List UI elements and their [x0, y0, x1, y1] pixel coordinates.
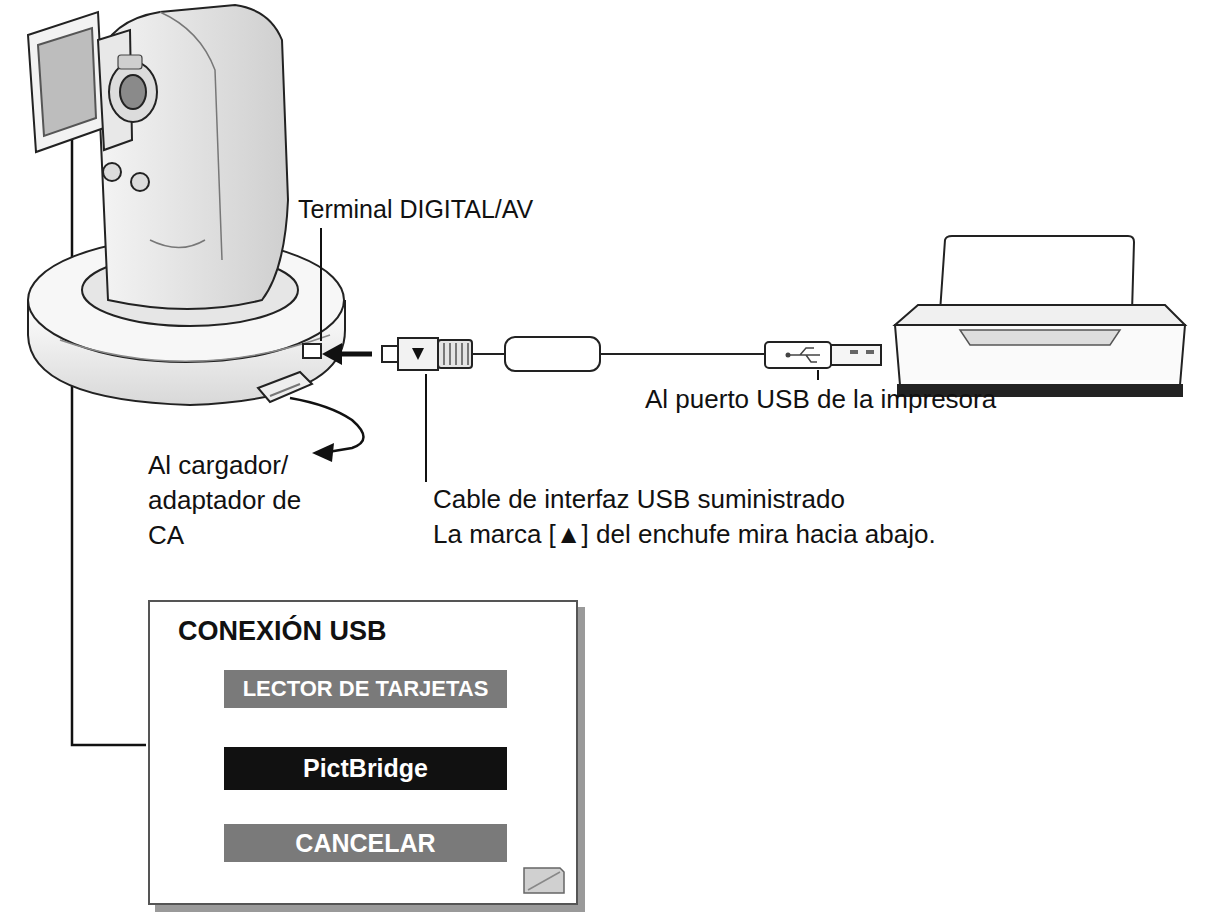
digital-av-terminal [303, 228, 321, 358]
screen-title: CONEXIÓN USB [178, 616, 387, 647]
button-label: LECTOR DE TARJETAS [243, 676, 489, 702]
plug-ribs [444, 343, 468, 365]
terminal-label: Terminal DIGITAL/AV [298, 192, 533, 227]
button-label: PictBridge [303, 754, 428, 783]
card-icon [524, 868, 564, 893]
charger-plug [258, 372, 364, 462]
printer [895, 236, 1185, 396]
screen-panel: CONEXIÓN USB LECTOR DE TARJETAS PictBridge… [148, 600, 578, 905]
charger-label: Al cargador/ adaptador de CA [148, 448, 333, 553]
port-label: Al puerto USB de la impresora [645, 382, 996, 417]
camcorder [28, 5, 288, 309]
insert-arrow [322, 343, 372, 365]
note-label: La marca [▲] del enchufe mira hacia abaj… [433, 517, 936, 552]
button-label: CANCELAR [295, 829, 435, 858]
menu-button: CANCELAR [224, 824, 507, 862]
cable-label: Cable de interfaz USB suministrado [433, 482, 845, 517]
menu-button: LECTOR DE TARJETAS [224, 670, 507, 708]
menu-button-selected: PictBridge [224, 747, 507, 790]
